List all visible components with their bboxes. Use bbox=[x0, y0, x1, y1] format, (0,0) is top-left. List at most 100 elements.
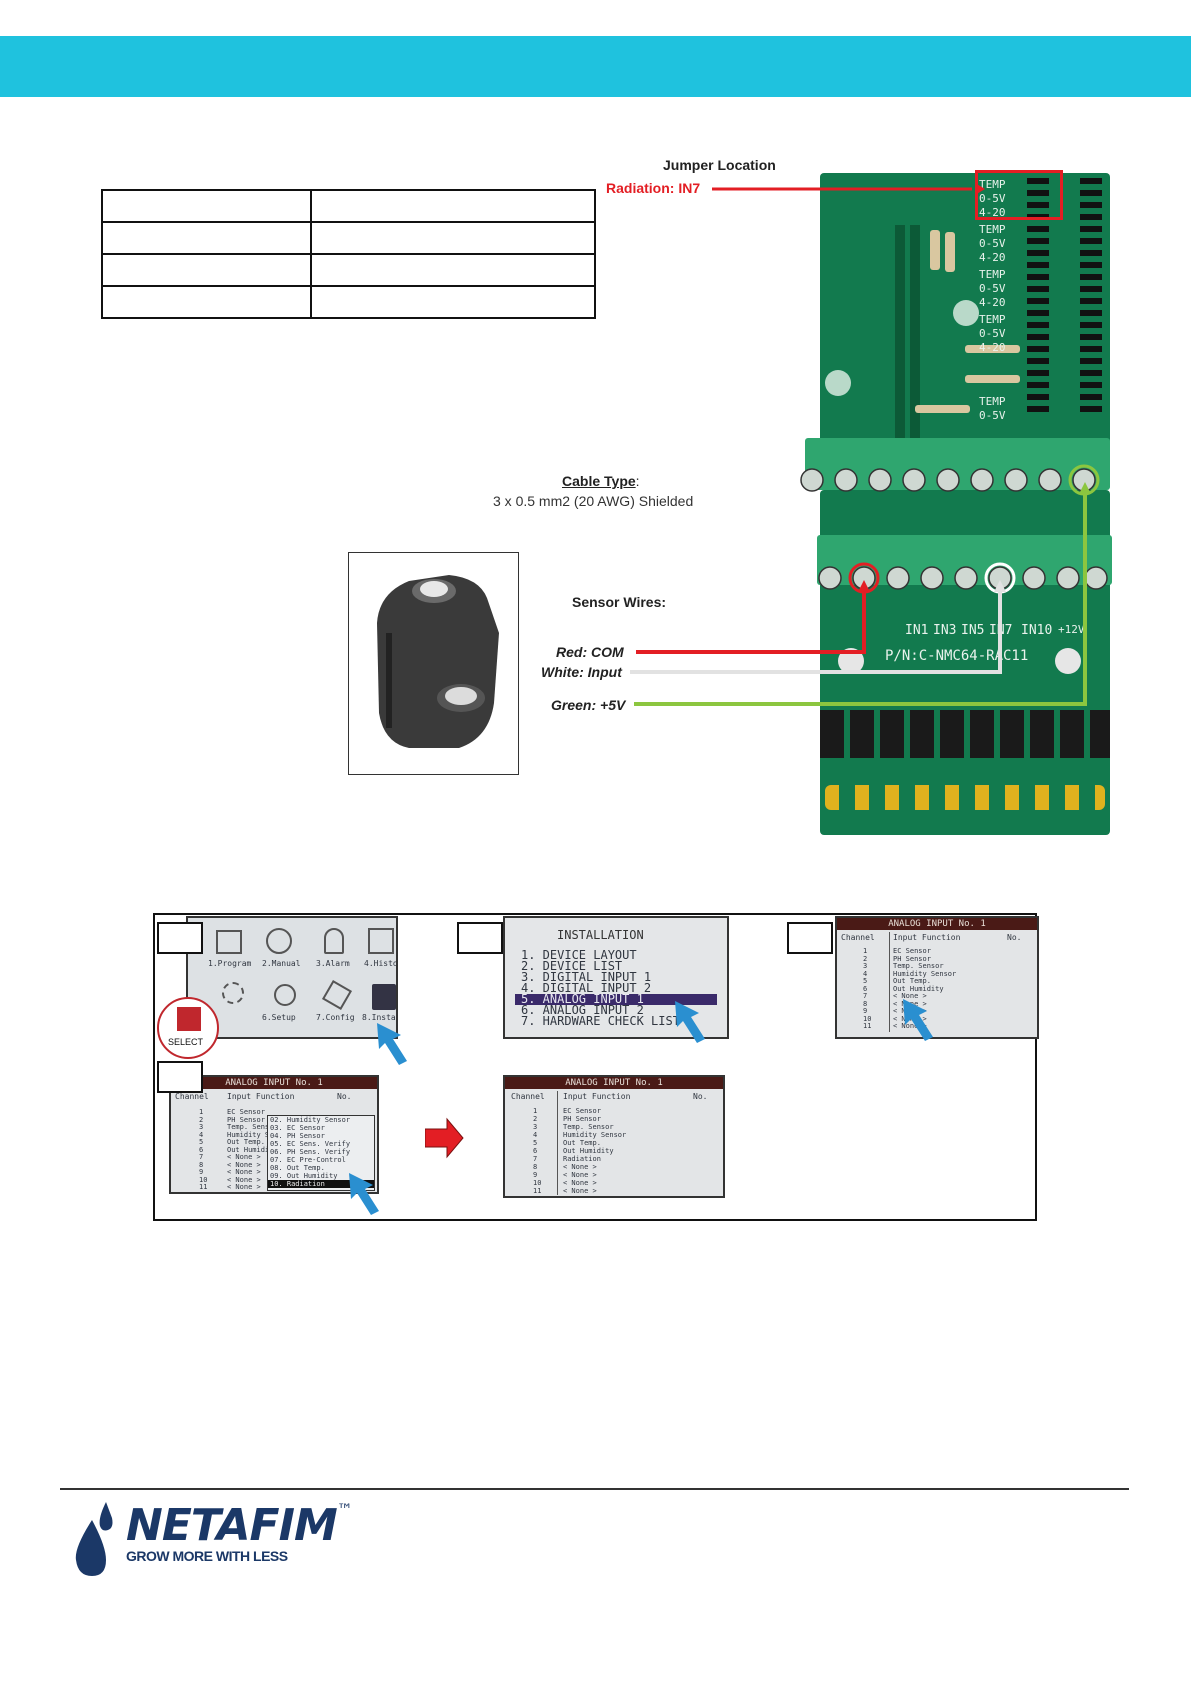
list-item[interactable]: 1. DEVICE LAYOUT bbox=[521, 948, 637, 962]
list-item[interactable]: Temp. Sensor bbox=[893, 962, 944, 970]
list-item[interactable]: < None > bbox=[563, 1179, 597, 1187]
resistor-strip bbox=[910, 225, 920, 545]
jumper-label: 4-20 bbox=[979, 251, 1006, 264]
list-item[interactable]: < None > bbox=[563, 1187, 597, 1195]
menu-item[interactable]: 1.Program bbox=[208, 959, 252, 968]
menu-item[interactable]: 8.Install bbox=[362, 1013, 396, 1022]
list-item-selected[interactable]: 5. ANALOG INPUT 1 bbox=[515, 993, 717, 1005]
terminal-label: IN5 bbox=[961, 623, 985, 638]
list-item[interactable]: Out Humidity bbox=[893, 984, 944, 993]
wire-green-label: Green: +5V bbox=[551, 697, 626, 713]
menu-item[interactable]: 4.History bbox=[364, 959, 398, 968]
radiation-label: Radiation: IN7 bbox=[606, 180, 701, 196]
program-icon bbox=[216, 930, 242, 954]
list-item[interactable]: Out Temp. bbox=[893, 977, 931, 985]
menu-item[interactable]: 3.Alarm bbox=[316, 959, 350, 968]
terminal-label: +12V bbox=[1058, 623, 1085, 636]
dropdown-option[interactable]: 06. PH Sens. Verify bbox=[270, 1148, 351, 1156]
mount-hole bbox=[1055, 648, 1081, 674]
col-function: Input Function bbox=[893, 933, 961, 942]
analog-input-title: ANALOG INPUT No. 1 bbox=[505, 1077, 723, 1089]
col-channel: Channel bbox=[175, 1092, 209, 1101]
screenshot-analog-input: ANALOG INPUT No. 1 Channel Input Functio… bbox=[835, 916, 1039, 1039]
jumper-label: TEMP bbox=[979, 395, 1006, 408]
menu-item[interactable]: 6.Setup bbox=[262, 1013, 296, 1022]
list-item[interactable]: < None > bbox=[893, 992, 927, 1000]
jumper-label: TEMP bbox=[979, 178, 1006, 191]
terminal-label: IN1 bbox=[905, 623, 929, 638]
list-item[interactable]: 7. HARDWARE CHECK LIST bbox=[521, 1014, 680, 1028]
function-dropdown[interactable]: 02. Humidity Sensor 03. EC Sensor 04. PH… bbox=[267, 1115, 375, 1191]
list-item[interactable]: < None > bbox=[563, 1163, 597, 1171]
list-item[interactable]: Humidity Sensor bbox=[563, 1131, 627, 1139]
list-item[interactable]: < None > bbox=[563, 1171, 597, 1179]
jumper-label: 0-5V bbox=[979, 327, 1006, 340]
list-item[interactable]: Out Humidity bbox=[563, 1147, 614, 1155]
hand-icon bbox=[177, 1007, 201, 1031]
list-item[interactable]: Radiation bbox=[563, 1155, 601, 1163]
cable-type-colon: : bbox=[635, 473, 640, 489]
resistor-strip bbox=[895, 225, 905, 545]
pcb-board-image: TEMP 0-5V 4-20 TEMP 0-5V 4-20 TEMP 0-5V … bbox=[805, 170, 1113, 845]
col-channel: Channel bbox=[511, 1092, 545, 1101]
table-row bbox=[101, 189, 596, 223]
list-item[interactable]: 3. DIGITAL INPUT 1 bbox=[521, 970, 652, 984]
list-item[interactable]: PH Sensor bbox=[563, 1115, 601, 1123]
component-row bbox=[820, 710, 1110, 758]
step-number-box bbox=[157, 922, 203, 954]
next-arrow-icon bbox=[425, 1117, 464, 1159]
sensor-photo bbox=[348, 552, 519, 775]
col-channel: Channel bbox=[841, 933, 875, 942]
cable-type-title: Cable Type bbox=[562, 473, 636, 489]
table-row bbox=[101, 253, 596, 287]
col-no: No. bbox=[693, 1092, 708, 1101]
table-row bbox=[101, 285, 596, 319]
cable-type-label: Cable Type: bbox=[562, 473, 640, 489]
pin-header bbox=[1080, 178, 1102, 418]
select-label: SELECT bbox=[168, 1037, 204, 1047]
pin-header bbox=[1027, 178, 1049, 418]
list-item[interactable]: 6. ANALOG INPUT 2 bbox=[521, 1003, 644, 1017]
dropdown-option-selected[interactable]: 10. Radiation bbox=[268, 1180, 374, 1188]
part-number: P/N:C-NMC64-RAC11 bbox=[885, 648, 1029, 664]
list-item[interactable]: Humidity Sensor bbox=[893, 969, 957, 978]
refresh-icon bbox=[222, 982, 244, 1004]
jumper-label: 4-20 bbox=[979, 296, 1006, 309]
menu-item[interactable]: 7.Config bbox=[316, 1013, 355, 1022]
list-item[interactable]: Temp. Sensor bbox=[563, 1123, 614, 1131]
dropdown-option[interactable]: 02. Humidity Sensor bbox=[270, 1116, 351, 1124]
brand-tagline: GROW MORE WITH LESS bbox=[126, 1548, 288, 1564]
list-item[interactable]: Out Temp. bbox=[563, 1139, 601, 1147]
menu-item[interactable]: 2.Manual bbox=[262, 959, 301, 968]
mount-hole bbox=[825, 370, 851, 396]
list-item[interactable]: 4. DIGITAL INPUT 2 bbox=[521, 981, 652, 995]
jumper-highlight-box bbox=[975, 170, 1063, 220]
col-function: Input Function bbox=[563, 1092, 631, 1101]
terminal-label: IN3 bbox=[933, 623, 957, 638]
resistor bbox=[915, 405, 970, 413]
list-item[interactable]: 2. DEVICE LIST bbox=[521, 959, 623, 973]
footer-divider bbox=[60, 1488, 1129, 1490]
brand-name: NETAFIM bbox=[126, 1500, 338, 1551]
dropdown-option[interactable]: 07. EC Pre-Control bbox=[270, 1156, 346, 1164]
dropdown-option[interactable]: 04. PH Sensor bbox=[270, 1132, 325, 1140]
list-item[interactable]: < None > bbox=[893, 1022, 927, 1030]
step-number-box bbox=[457, 922, 503, 954]
water-drop-icon bbox=[75, 1502, 113, 1576]
resistor bbox=[945, 232, 955, 272]
list-item[interactable]: EC Sensor bbox=[563, 1107, 601, 1115]
wire-red-label: Red: COM bbox=[556, 644, 624, 660]
dropdown-option[interactable]: 08. Out Temp. bbox=[270, 1164, 325, 1172]
list-item[interactable]: PH Sensor bbox=[893, 954, 931, 963]
install-icon[interactable] bbox=[372, 984, 396, 1010]
select-button[interactable]: SELECT bbox=[157, 997, 219, 1059]
col-function: Input Function bbox=[227, 1092, 295, 1101]
dropdown-option[interactable]: 09. Out Humidity bbox=[270, 1172, 338, 1180]
list-item[interactable]: EC Sensor bbox=[893, 947, 931, 955]
dropdown-option[interactable]: 05. EC Sens. Verify bbox=[270, 1140, 351, 1148]
dropdown-option[interactable]: 03. EC Sensor bbox=[270, 1124, 325, 1132]
jumper-label: TEMP bbox=[979, 313, 1006, 326]
